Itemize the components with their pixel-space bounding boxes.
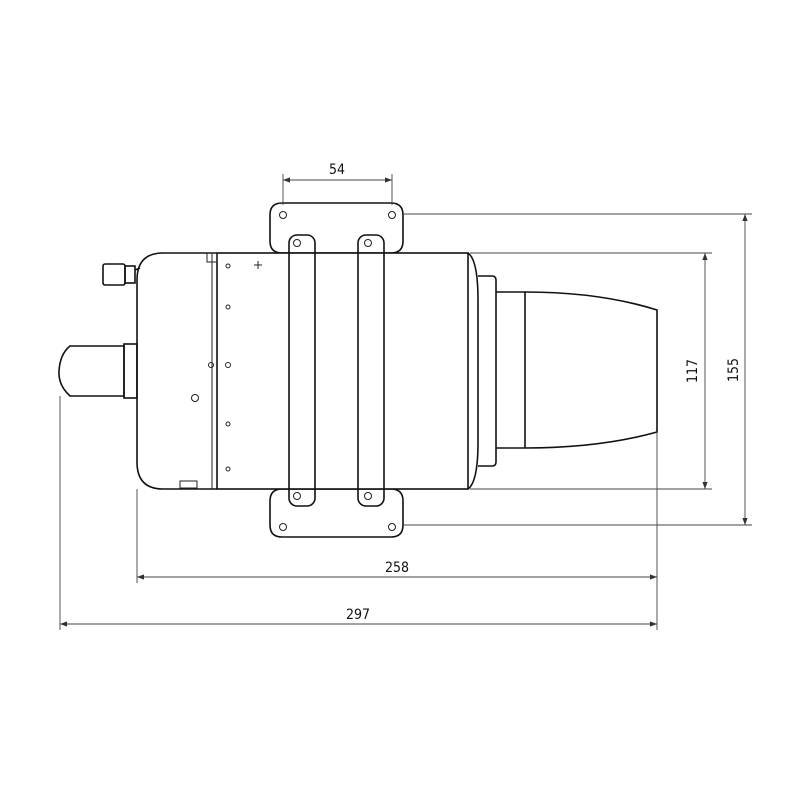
dimension-258: 258 <box>137 560 657 580</box>
dimension-label-258: 258 <box>385 560 409 576</box>
starter-nose <box>58 343 138 399</box>
dimension-label-297: 297 <box>346 607 370 623</box>
connector <box>102 263 141 286</box>
extension-lines <box>59 174 752 630</box>
top-mount-plate <box>269 202 404 254</box>
dimension-label-117: 117 <box>685 359 701 383</box>
dimension-label-54: 54 <box>329 162 345 178</box>
dimension-297: 297 <box>60 607 657 627</box>
dimension-label-155: 155 <box>726 358 742 382</box>
mount-straps <box>288 234 385 507</box>
engine-body <box>130 252 658 490</box>
dimension-117: 117 <box>685 253 708 489</box>
dimension-155: 155 <box>726 214 748 525</box>
bottom-mount-plate <box>269 488 404 538</box>
dimension-54: 54 <box>283 162 392 183</box>
